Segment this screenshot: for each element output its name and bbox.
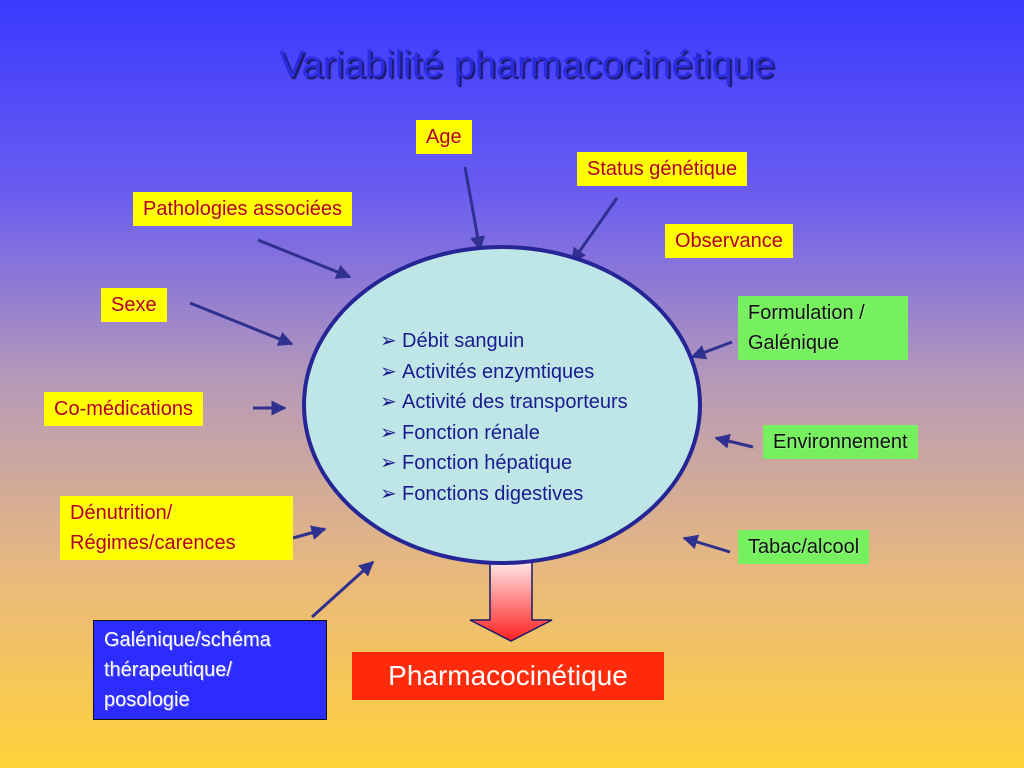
factor-denutrition-line1: Dénutrition/ — [70, 502, 173, 524]
list-item: ➢Fonction hépatique — [380, 448, 628, 479]
arrowhead-bullet-icon: ➢ — [380, 391, 397, 413]
arrow-environnement — [714, 433, 754, 449]
factor-observance: Observance — [665, 224, 793, 258]
factor-comedications: Co-médications — [44, 392, 203, 426]
factor-pathologies: Pathologies associées — [133, 192, 353, 226]
arrowhead-bullet-icon: ➢ — [380, 330, 397, 352]
factor-denutrition-line2: Régimes/carences — [70, 532, 236, 554]
factor-formulation-line1: Formulation / — [748, 302, 865, 324]
central-ellipse — [302, 245, 702, 565]
factor-formulation-line2: Galénique — [748, 332, 840, 354]
list-item: ➢Fonction rénale — [380, 418, 628, 449]
list-item: ➢Fonctions digestives — [380, 479, 628, 510]
arrowhead-bullet-icon: ➢ — [380, 482, 397, 505]
arrow-formulation — [690, 340, 733, 360]
big-down-arrow — [469, 551, 553, 642]
factor-status-genetique: Status génétique — [577, 152, 748, 186]
arrow-age — [463, 166, 485, 252]
list-item: ➢Activités enzymtiques — [380, 357, 628, 388]
arrow-tabac — [682, 534, 731, 554]
page-title: Variabilité pharmacocinétique — [279, 44, 775, 86]
factor-sexe: Sexe — [101, 288, 167, 322]
output-pharmacocinetique: Pharmacocinétique — [352, 652, 664, 700]
factor-galenique-line1: Galénique/schéma — [104, 629, 271, 651]
list-item: ➢Activité des transporteurs — [380, 387, 628, 418]
list-item: ➢Débit sanguin — [380, 326, 628, 357]
factor-tabac-alcool: Tabac/alcool — [738, 530, 870, 564]
factor-galenique-schema: Galénique/schéma thérapeutique/ posologi… — [93, 620, 327, 720]
arrow-pathologies — [257, 238, 352, 279]
arrowhead-bullet-icon: ➢ — [380, 421, 397, 444]
center-list: ➢Débit sanguin ➢Activités enzymtiques ➢A… — [380, 326, 628, 509]
arrowhead-bullet-icon: ➢ — [380, 452, 397, 474]
arrow-denutrition — [292, 525, 327, 540]
factor-galenique-line3: posologie — [104, 689, 190, 711]
arrowhead-bullet-icon: ➢ — [380, 360, 397, 383]
arrow-sexe — [189, 301, 294, 346]
arrow-status — [570, 197, 619, 264]
factor-formulation: Formulation / Galénique — [738, 296, 908, 360]
factor-age: Age — [416, 120, 472, 154]
factor-galenique-line2: thérapeutique/ — [104, 659, 232, 681]
arrow-galenique — [310, 560, 375, 619]
factor-environnement: Environnement — [763, 425, 918, 459]
factor-denutrition: Dénutrition/ Régimes/carences — [60, 496, 293, 560]
